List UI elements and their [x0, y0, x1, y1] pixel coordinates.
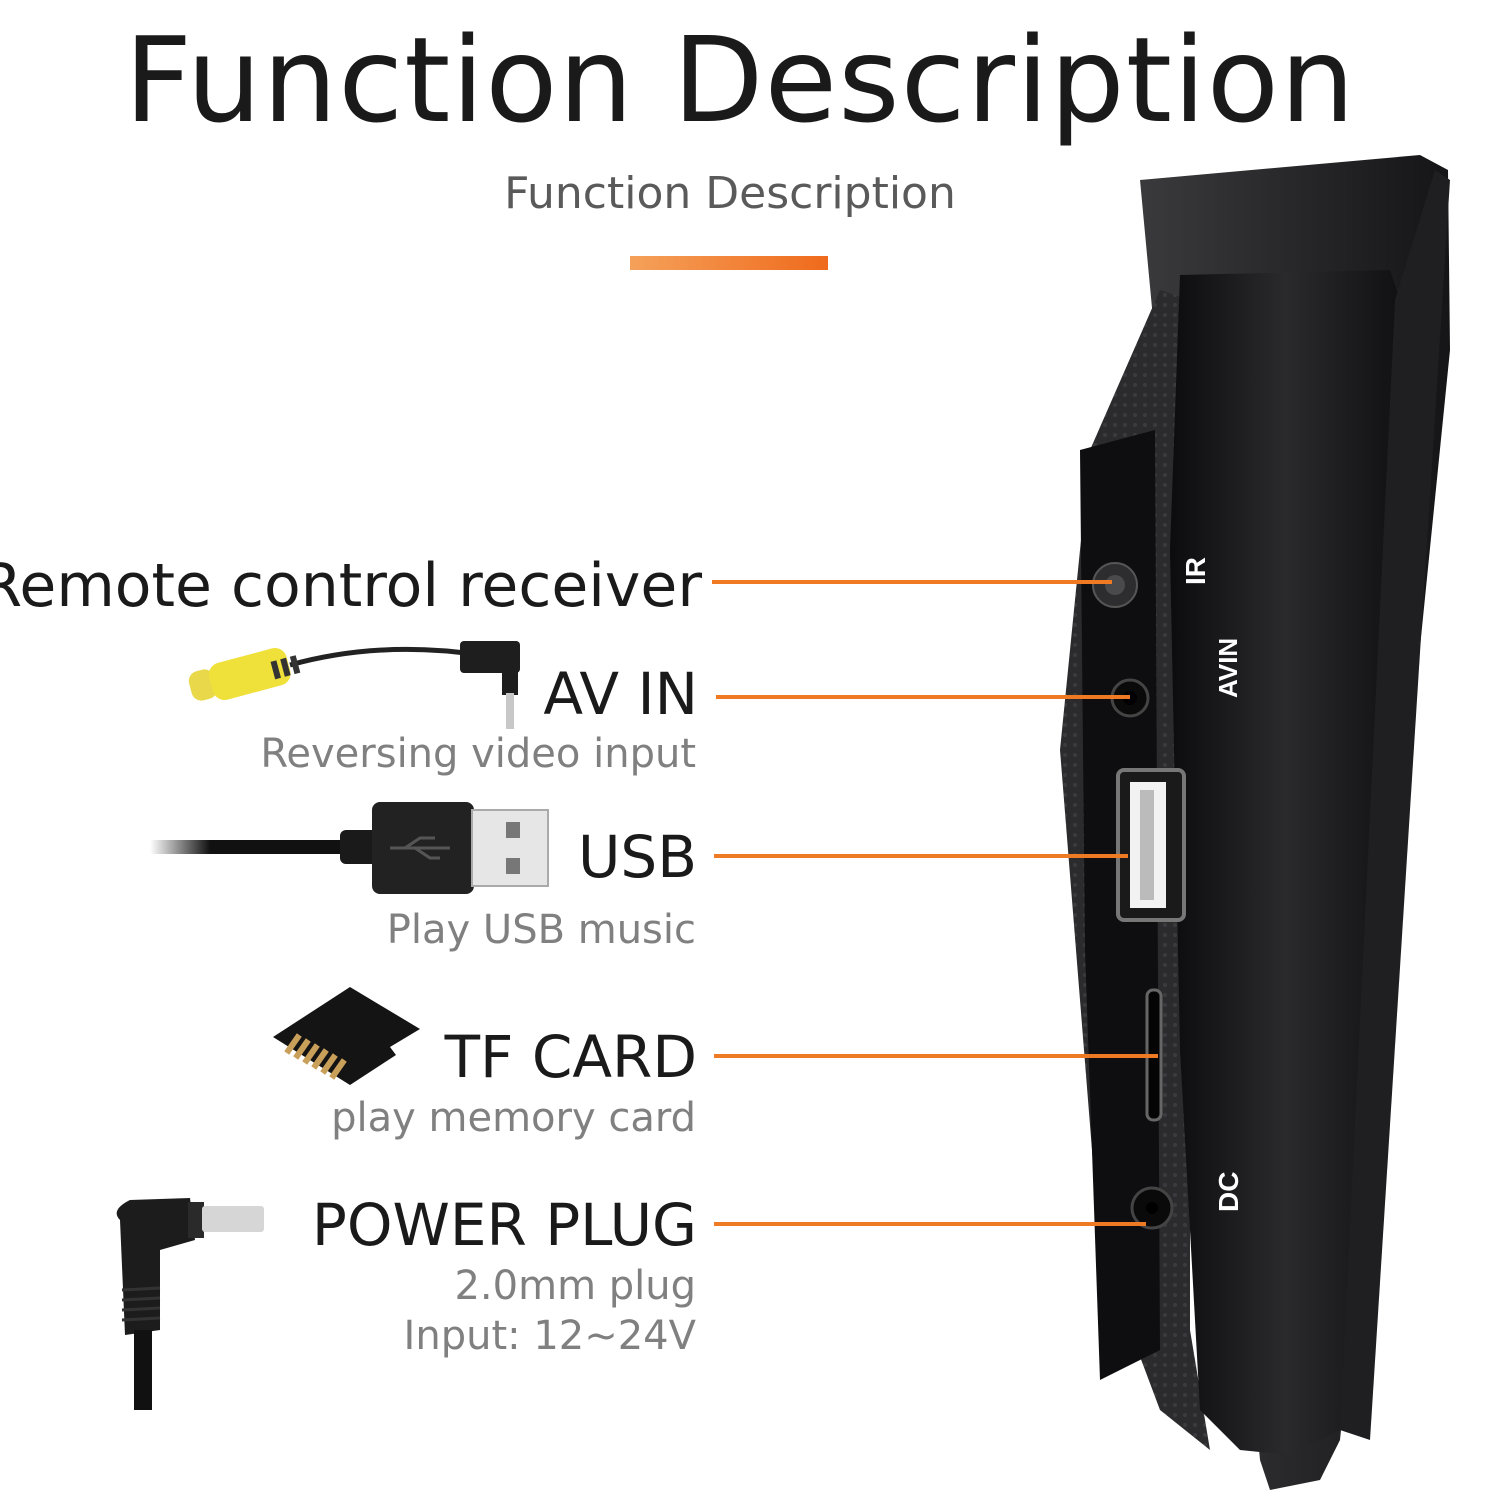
- feature-label-usb: USB: [577, 823, 697, 891]
- svg-text:DC: DC: [1213, 1172, 1244, 1212]
- accent-underline: [630, 256, 828, 270]
- feature-description-usb: Play USB music: [386, 907, 696, 953]
- svg-text:IR: IR: [1180, 557, 1211, 585]
- leader-line-dc: [714, 1222, 1146, 1226]
- monitor-side-view: IR AVIN DC: [1060, 155, 1450, 1490]
- feature-label-power-plug: POWER PLUG: [311, 1191, 697, 1259]
- feature-label-remote-receiver: Remote control receiver: [0, 551, 702, 621]
- page-subtitle: Function Description: [504, 168, 956, 219]
- feature-label-av-in: AV IN: [543, 660, 698, 728]
- feature-description-av-in: Reversing video input: [260, 731, 696, 777]
- leader-line-avin: [716, 695, 1130, 699]
- leader-line-usb: [714, 854, 1128, 858]
- usb-cable-icon: [150, 802, 549, 894]
- page-title: Function Description: [124, 11, 1356, 149]
- leader-line-ir: [712, 580, 1112, 584]
- feature-description-power-plug-size: 2.0mm plug: [454, 1263, 696, 1309]
- feature-description-tf-card: play memory card: [331, 1095, 696, 1141]
- rca-cable-icon: [188, 641, 520, 729]
- micro-sd-card-icon: [273, 987, 420, 1085]
- leader-line-tf: [714, 1054, 1158, 1058]
- feature-label-tf-card: TF CARD: [444, 1023, 697, 1091]
- feature-description-power-plug-input: Input: 12~24V: [403, 1313, 696, 1359]
- svg-text:AVIN: AVIN: [1213, 638, 1243, 698]
- dc-plug-icon: [116, 1198, 264, 1410]
